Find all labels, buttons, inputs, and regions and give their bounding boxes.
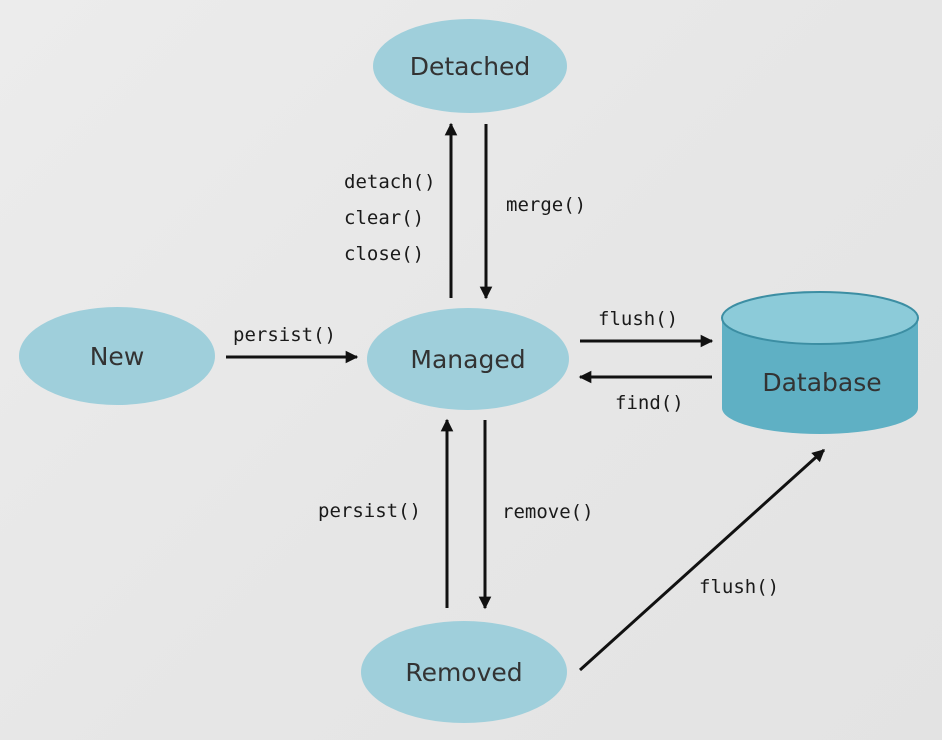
label-remove: remove()	[502, 501, 594, 523]
state-removed: Removed	[361, 621, 567, 723]
label-persist-removed: persist()	[318, 500, 421, 522]
label-merge: merge()	[506, 194, 586, 216]
label-close: close()	[344, 243, 424, 265]
state-new-label: New	[90, 342, 145, 371]
state-removed-label: Removed	[405, 658, 522, 687]
state-new: New	[19, 307, 215, 405]
label-flush-removed: flush()	[699, 576, 779, 598]
state-detached-label: Detached	[410, 52, 531, 81]
label-clear: clear()	[344, 207, 424, 229]
label-persist-new: persist()	[233, 324, 336, 346]
state-detached: Detached	[373, 19, 567, 113]
state-managed-label: Managed	[410, 345, 525, 374]
arrow-removed-to-database	[578, 448, 826, 672]
label-detach: detach()	[344, 171, 436, 193]
database-cylinder: Database	[721, 291, 919, 434]
label-flush-managed: flush()	[598, 308, 678, 330]
state-managed: Managed	[367, 308, 569, 410]
label-find: find()	[615, 392, 684, 414]
database-label: Database	[762, 368, 881, 397]
